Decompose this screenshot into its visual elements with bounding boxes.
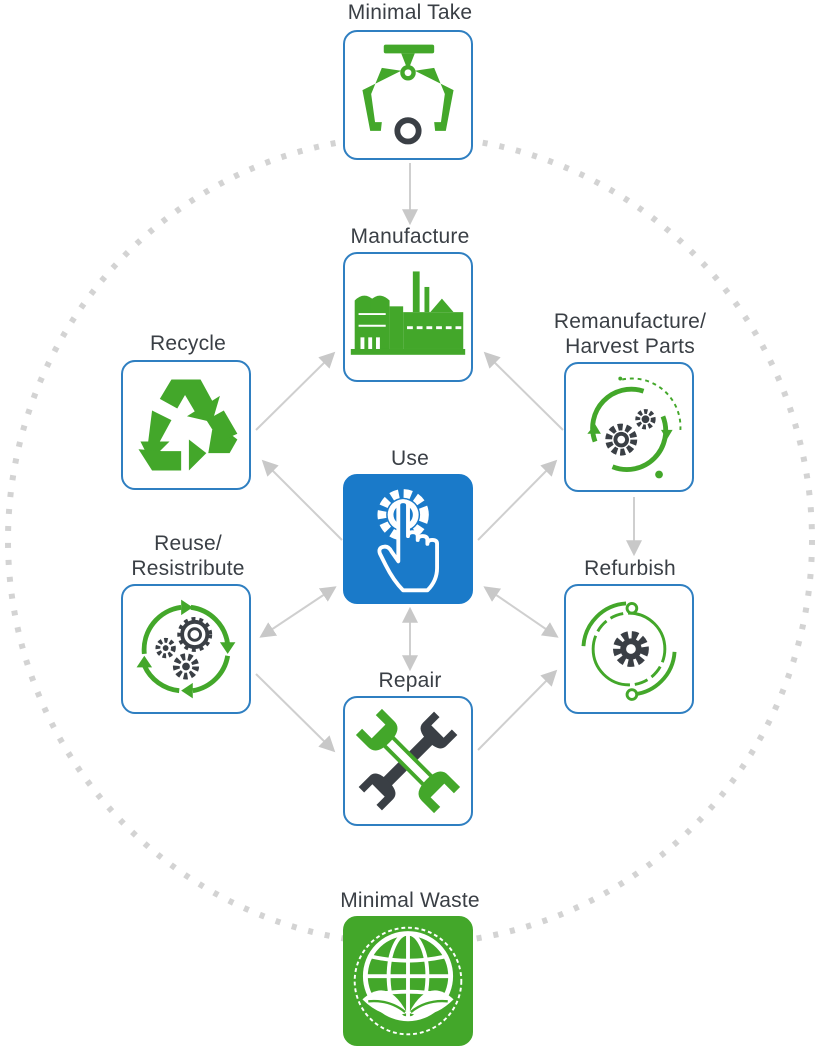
gear-orbit-icon [581,601,677,701]
label-use: Use [391,447,429,470]
node-reuse [121,584,251,714]
label-manufacture: Manufacture [350,225,470,248]
arrow-recycle-to-manufacture [255,351,336,431]
label-minimal-waste: Minimal Waste [340,889,480,912]
gears-arrows-icon [136,599,236,699]
recycle-icon [138,379,238,471]
label-recycle: Recycle [149,332,227,355]
node-minimal-take [343,30,473,160]
label-reuse: Reuse/ Resistribute [131,532,245,580]
label-minimal-take: Minimal Take [347,1,473,24]
node-use [343,474,473,604]
hand-gear-icon [377,489,440,593]
factory-icon [350,271,466,355]
globe-leaf-icon [353,926,463,1036]
node-minimal-waste [343,916,473,1046]
gears-cycle-icon [587,376,682,479]
arrow-use-refurbish [483,586,559,638]
arrow-use-reuse [259,586,337,638]
label-repair: Repair [378,669,442,692]
label-refurbish: Refurbish [584,557,676,580]
claw-icon [362,44,454,145]
node-manufacture [343,252,473,382]
node-remanufacture [564,362,694,492]
wrenches-icon [355,708,461,814]
arrow-reuse-to-repair [255,673,336,753]
node-recycle [121,360,251,490]
node-refurbish [564,584,694,714]
arrow-repair-to-refurbish [477,669,558,751]
node-repair [343,696,473,826]
arrow-reman-to-manufacture [483,351,564,431]
label-remanufacture: Remanufacture/ Harvest Parts [553,310,707,358]
arrow-use-to-recycle [261,459,343,541]
arrow-use-to-reman [477,459,558,541]
